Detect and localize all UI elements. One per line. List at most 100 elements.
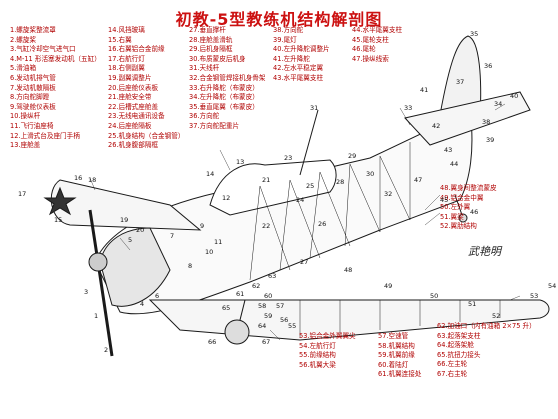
- legend-item: 5.滑油箱: [10, 64, 37, 73]
- legend-item: 19.副翼调整片: [108, 73, 152, 82]
- callout-number: 55: [288, 322, 297, 330]
- callout-number: 42: [432, 122, 441, 130]
- callout-number: 35: [470, 30, 479, 38]
- callout-number: 22: [262, 222, 271, 230]
- legend-item: 52.翼肋结构: [440, 222, 477, 231]
- callout-number: 19: [120, 216, 129, 224]
- spinner: [88, 252, 108, 272]
- wing-ribs: [299, 300, 501, 338]
- callout-number: 44: [450, 160, 459, 168]
- callout-number: 12: [222, 194, 231, 202]
- callout-number: 16: [74, 174, 83, 182]
- legend-item: 60.着陆灯: [378, 360, 409, 369]
- horizontal-tail: [404, 91, 531, 146]
- callout-number: 10: [205, 248, 214, 256]
- legend-item: 54.左航行灯: [299, 341, 336, 350]
- callout-number: 48: [344, 266, 353, 274]
- callout-number: 20: [136, 226, 145, 234]
- tail-wheel: [458, 213, 468, 223]
- legend-item: 44.水平尾翼支柱: [352, 26, 403, 34]
- callout-number: 7: [170, 232, 175, 240]
- legend-item: 23.无线电通讯设备: [108, 112, 165, 121]
- callout-number: 26: [318, 220, 327, 228]
- legend-item: 48.翼身间整流蒙皮: [440, 184, 497, 192]
- legend-item: 30.布质蒙皮后机身: [189, 54, 246, 63]
- legend-item: 27.垂直撑杆: [189, 26, 226, 34]
- legend-item: 4.M-11 形活塞发动机（五缸）: [10, 54, 101, 63]
- callout-number: 52: [492, 312, 501, 320]
- callout-number: 39: [486, 136, 495, 144]
- legend-item: 57.空速管: [378, 332, 409, 340]
- legend-item: 41.左升降舵: [273, 54, 310, 63]
- legend-item: 8.方向舵脚蹬: [10, 93, 50, 102]
- legend-item: 59.机翼前缘: [378, 351, 415, 360]
- legend-item: 64.起落架舱: [437, 341, 474, 350]
- callout-number: 41: [420, 86, 429, 94]
- legend-item: 18.右侧副翼: [108, 64, 145, 73]
- callout-number: 43: [444, 146, 453, 154]
- legend-item: 40.左升降舵调整片: [273, 45, 330, 54]
- legend-item: 10.操纵杆: [10, 112, 41, 121]
- callout-number: 15: [54, 216, 63, 224]
- callout-number: 4: [140, 300, 145, 308]
- callout-number: 60: [264, 292, 273, 300]
- legend-item: 25.机身结构（合金钢管）: [108, 131, 185, 140]
- legend-item: 55.前缘结构: [299, 351, 336, 360]
- callout-number: 1: [94, 312, 99, 320]
- callout-number: 2: [104, 346, 109, 354]
- callout-number: 33: [404, 104, 413, 112]
- legend-item: 17.右航行灯: [108, 54, 145, 63]
- legend-item: 46.尾轮: [352, 45, 376, 54]
- callout-lines: [89, 103, 521, 341]
- legend-item: 58.机翼结构: [378, 341, 415, 350]
- callout-number: 64: [258, 322, 267, 330]
- legend-column-3: 27.垂直撑杆 28.座舱盖滑轨 29.后机身隔框 30.布质蒙皮后机身 31.…: [189, 26, 265, 132]
- legend-item: 65.抗扭力接头: [437, 350, 481, 359]
- legend-item: 43.水平尾翼支柱: [273, 73, 324, 82]
- legend-item: 13.座舱盖: [10, 141, 41, 150]
- legend-item: 12.上滑式台及座门手柄: [10, 131, 80, 140]
- legend-item: 2.螺旋桨: [10, 35, 37, 44]
- antenna-mast: [299, 109, 319, 176]
- callout-number: 37: [456, 78, 465, 86]
- legend-item: 16.右翼铝合金前缘: [108, 45, 165, 54]
- legend-item: 28.座舱盖滑轨: [189, 35, 233, 44]
- vertical-tail: [439, 35, 482, 119]
- callout-number: 51: [468, 300, 477, 308]
- legend-column-6: 48.翼身间整流蒙皮 49.铝合金中翼 50.左外翼 51.翼梁 52.翼肋结构: [440, 184, 497, 232]
- callout-number: 50: [430, 292, 439, 300]
- callout-number: 54: [548, 282, 557, 290]
- insignia-star: [43, 186, 77, 216]
- callout-number: 27: [300, 258, 309, 266]
- tail-wheel-strut: [454, 194, 463, 216]
- callout-number: 9: [200, 222, 205, 230]
- legend-item: 20.后座舱仪表板: [108, 83, 159, 92]
- callout-number: 24: [296, 196, 305, 204]
- artist-signature: 武艳明: [468, 245, 501, 258]
- legend-item: 22.后槽式座舱盖: [108, 102, 159, 111]
- legend-item: 6.发动机排气管: [10, 73, 56, 82]
- callout-number: 53: [530, 292, 539, 300]
- callout-number: 62: [252, 282, 261, 290]
- left-wing: [148, 299, 550, 341]
- diagram-title: 初教-5型教练机结构解剖图: [175, 10, 383, 29]
- legend-column-1: 1.螺旋桨整流罩 2.螺旋桨 3.气缸冷却空气进气口 4.M-11 形活塞发动机…: [10, 26, 101, 151]
- legend-item: 63.起落架支柱: [437, 331, 481, 340]
- legend-item: 31.天线杆: [189, 64, 220, 73]
- legend-item: 66.左主轮: [437, 360, 468, 369]
- legend-item: 53.铝合金外翼翼尖: [299, 332, 356, 340]
- legend-item: 37.方向舵配重片: [189, 121, 240, 130]
- callout-number: 14: [206, 170, 215, 178]
- callout-number: 56: [280, 316, 289, 324]
- legend-item: 1.螺旋桨整流罩: [10, 26, 56, 34]
- callout-number: 61: [236, 290, 245, 298]
- callout-number: 25: [306, 182, 315, 190]
- legend-item: 62.加油口（内有油箱 2×75 升）: [437, 322, 536, 330]
- callout-number: 21: [262, 176, 271, 184]
- legend-item: 26.机身腹部隔框: [108, 141, 159, 150]
- legend-item: 36.方向舵: [189, 112, 220, 121]
- fuselage-frames: [249, 142, 411, 281]
- callout-number: 13: [236, 158, 245, 166]
- legend-item: 45.尾轮支柱: [352, 35, 389, 44]
